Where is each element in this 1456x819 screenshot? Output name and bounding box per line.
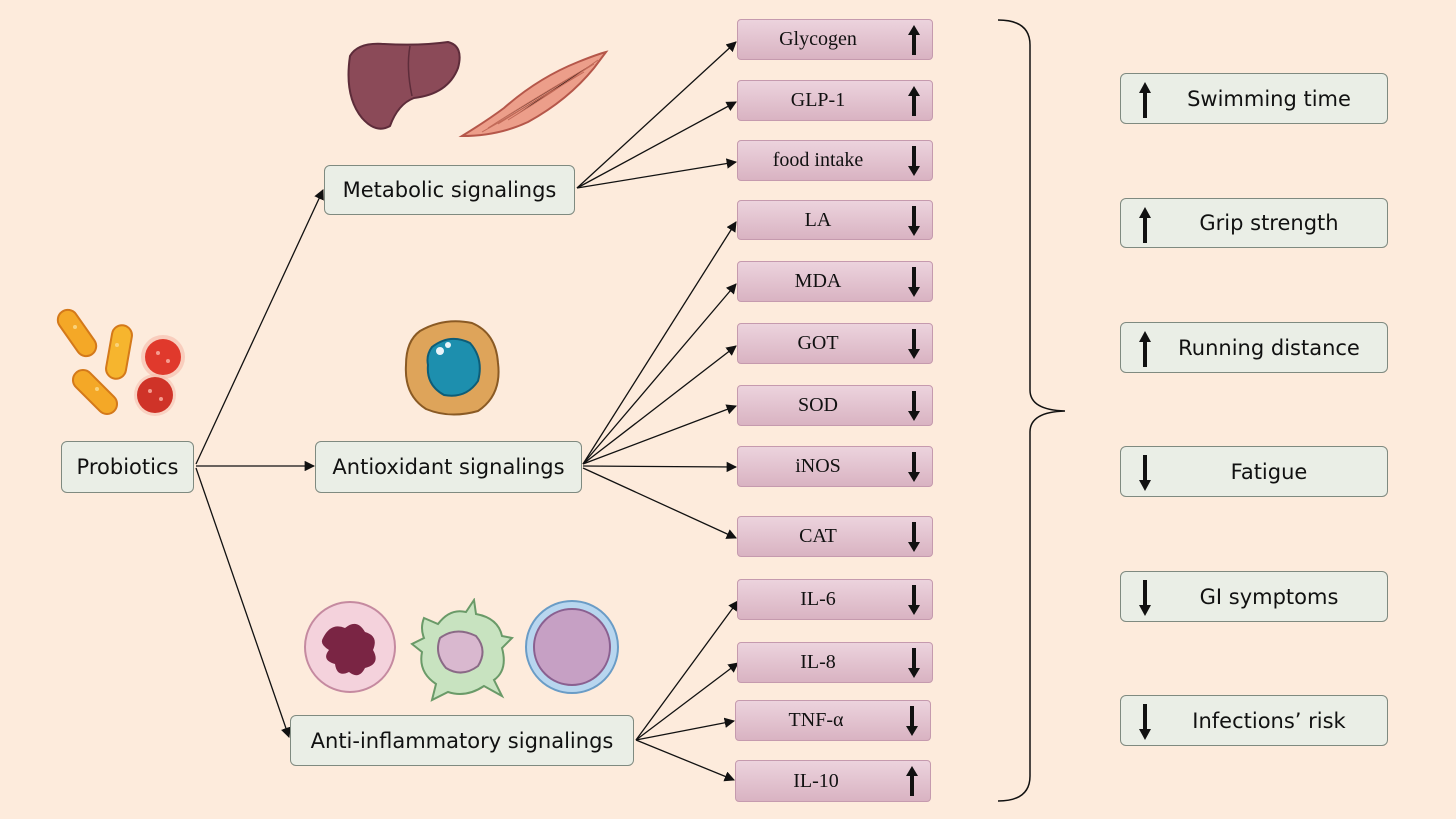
dendritic-cell-illustration bbox=[410, 598, 514, 702]
marker-il-6: IL-6 bbox=[737, 579, 933, 620]
outcome-fatigue: Fatigue bbox=[1120, 446, 1388, 497]
arrow-down-icon bbox=[1139, 704, 1151, 740]
arrow-down-icon bbox=[908, 206, 920, 236]
marker-label: LA bbox=[804, 208, 832, 231]
arrow-antiinflammatory-tnfa bbox=[635, 717, 736, 741]
arrow-antioxidant-sod bbox=[582, 404, 737, 465]
arrow-up-icon bbox=[906, 766, 918, 796]
marker-il-8: IL-8 bbox=[737, 642, 933, 683]
marker-label: GLP-1 bbox=[790, 89, 846, 111]
outcome-label: Swimming time bbox=[1187, 86, 1351, 111]
marker-label: SOD bbox=[797, 394, 838, 416]
marker-label: CAT bbox=[799, 525, 837, 547]
metabolic-signalings-node: Metabolic signalings bbox=[324, 165, 575, 215]
metabolic-signalings-label: Metabolic signalings bbox=[342, 178, 557, 202]
arrow-metabolic-glycogen bbox=[576, 41, 737, 189]
outcome-running-distance: Running distance bbox=[1120, 322, 1388, 373]
liver-illustration bbox=[347, 40, 461, 130]
arrow-down-icon bbox=[1139, 580, 1151, 616]
arrow-probiotics-antiinflammatory bbox=[195, 467, 291, 738]
marker-got: GOT bbox=[737, 323, 933, 364]
marker-cat: CAT bbox=[737, 516, 933, 557]
arrow-antioxidant-inos bbox=[582, 461, 738, 473]
outcome-label: Fatigue bbox=[1230, 459, 1308, 484]
arrow-up-icon bbox=[1139, 331, 1151, 367]
marker-label: GOT bbox=[797, 332, 839, 354]
outcome-label: Infections’ risk bbox=[1192, 708, 1346, 733]
arrow-up-icon bbox=[908, 86, 920, 116]
neutrophil-cell-illustration bbox=[304, 601, 396, 693]
outcome-label: GI symptoms bbox=[1199, 584, 1339, 609]
arrow-metabolic-glp1 bbox=[576, 101, 737, 189]
outcome-swimming-time: Swimming time bbox=[1120, 73, 1388, 124]
arrow-antioxidant-got bbox=[582, 345, 737, 465]
marker-glycogen: Glycogen bbox=[737, 19, 933, 60]
marker-mda: MDA bbox=[737, 261, 933, 302]
arrow-antioxidant-la bbox=[582, 221, 737, 465]
arrow-down-icon bbox=[908, 585, 920, 615]
anti-inflammatory-signalings-node: Anti-inflammatory signalings bbox=[290, 715, 634, 766]
probiotic-capsules-illustration bbox=[56, 308, 185, 416]
arrow-down-icon bbox=[908, 522, 920, 552]
arrow-down-icon bbox=[908, 146, 920, 176]
arrow-down-icon bbox=[908, 452, 920, 482]
marker-label: IL-8 bbox=[800, 651, 836, 673]
outcome-infections-risk: Infections’ risk bbox=[1120, 695, 1388, 746]
lymphocyte-cell-illustration bbox=[525, 600, 619, 694]
outcome-label: Grip strength bbox=[1199, 211, 1339, 235]
marker-il-10: IL-10 bbox=[735, 760, 931, 802]
marker-label: IL-10 bbox=[793, 769, 839, 792]
arrow-antioxidant-mda bbox=[582, 283, 737, 465]
arrow-down-icon bbox=[1139, 455, 1151, 491]
marker-label: iNOS bbox=[795, 455, 841, 477]
outcome-gi-symptoms: GI symptoms bbox=[1120, 571, 1388, 622]
grouping-brace bbox=[997, 19, 1066, 802]
antioxidant-signalings-node: Antioxidant signalings bbox=[315, 441, 582, 493]
arrow-antiinflammatory-il10 bbox=[635, 739, 735, 782]
outcome-label: Running distance bbox=[1178, 335, 1360, 360]
marker-la: LA bbox=[737, 200, 933, 240]
arrow-down-icon bbox=[908, 267, 920, 297]
arrow-down-icon bbox=[908, 391, 920, 421]
marker-tnf-alpha: TNF-α bbox=[735, 700, 931, 741]
arrow-up-icon bbox=[908, 25, 920, 55]
arrow-down-icon bbox=[908, 648, 920, 678]
marker-sod: SOD bbox=[737, 385, 933, 426]
anti-inflammatory-signalings-label: Anti-inflammatory signalings bbox=[310, 728, 614, 753]
macrophage-cell-illustration bbox=[404, 320, 500, 416]
probiotics-node: Probiotics bbox=[61, 441, 194, 493]
marker-label: MDA bbox=[794, 270, 842, 292]
marker-inos: iNOS bbox=[737, 446, 933, 487]
muscle-illustration bbox=[458, 50, 609, 138]
arrow-antiinflammatory-il8 bbox=[635, 662, 739, 741]
arrow-up-icon bbox=[1139, 82, 1151, 118]
marker-glp-1: GLP-1 bbox=[737, 80, 933, 121]
marker-label: TNF-α bbox=[788, 709, 844, 731]
arrow-antioxidant-cat bbox=[582, 467, 737, 539]
marker-label: food intake bbox=[772, 149, 864, 171]
marker-food-intake: food intake bbox=[737, 140, 933, 181]
arrow-up-icon bbox=[1139, 207, 1151, 243]
antioxidant-signalings-label: Antioxidant signalings bbox=[332, 455, 565, 479]
outcome-grip-strength: Grip strength bbox=[1120, 198, 1388, 248]
arrow-antiinflammatory-il6 bbox=[635, 600, 739, 741]
arrow-down-icon bbox=[906, 706, 918, 736]
arrow-probiotics-metabolic bbox=[195, 189, 324, 465]
arrow-down-icon bbox=[908, 329, 920, 359]
marker-label: IL-6 bbox=[800, 588, 836, 610]
probiotics-label: Probiotics bbox=[76, 455, 179, 479]
marker-label: Glycogen bbox=[779, 28, 857, 50]
arrow-metabolic-food-intake bbox=[576, 158, 738, 189]
